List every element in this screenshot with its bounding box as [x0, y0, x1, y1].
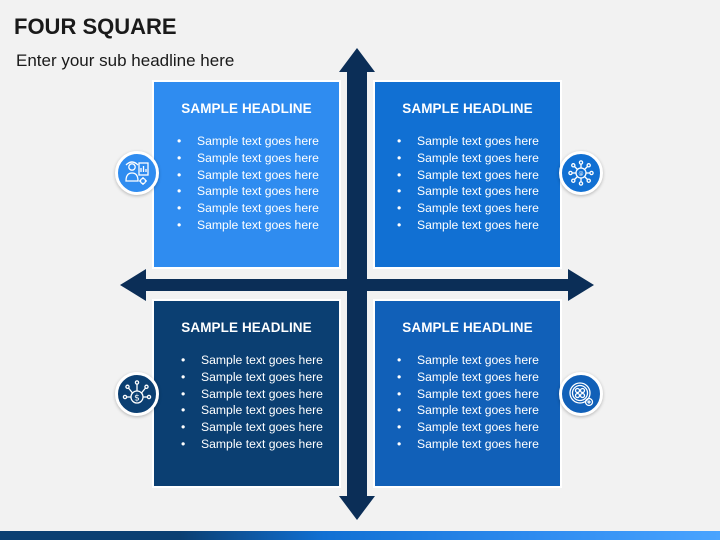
list-item: Sample text goes here [177, 133, 339, 150]
list-item: Sample text goes here [397, 402, 560, 419]
list-item: Sample text goes here [397, 352, 560, 369]
list-item: Sample text goes here [397, 167, 560, 184]
list-item: Sample text goes here [397, 386, 560, 403]
svg-text:@: @ [579, 171, 584, 177]
list-item: Sample text goes here [177, 183, 339, 200]
list-item: Sample text goes here [397, 150, 560, 167]
page-title: FOUR SQUARE [14, 14, 177, 39]
list-item: Sample text goes here [181, 352, 339, 369]
bullet-list: Sample text goes here Sample text goes h… [154, 133, 339, 234]
quadrant-headline: SAMPLE HEADLINE [402, 320, 533, 335]
page-subtitle: Enter your sub headline here [16, 51, 235, 70]
network-hub-icon: @ [559, 151, 603, 195]
list-item: Sample text goes here [181, 402, 339, 419]
list-item: Sample text goes here [177, 150, 339, 167]
quadrant-headline: SAMPLE HEADLINE [402, 101, 533, 116]
quadrant-headline: SAMPLE HEADLINE [181, 320, 312, 335]
svg-text:$: $ [134, 394, 140, 404]
list-item: Sample text goes here [397, 200, 560, 217]
list-item: Sample text goes here [397, 217, 560, 234]
dollar-network-icon: $ [115, 372, 159, 416]
list-item: Sample text goes here [181, 436, 339, 453]
virus-search-icon [559, 372, 603, 416]
list-item: Sample text goes here [181, 386, 339, 403]
list-item: Sample text goes here [177, 167, 339, 184]
bullet-list: Sample text goes here Sample text goes h… [375, 133, 560, 234]
list-item: Sample text goes here [177, 217, 339, 234]
list-item: Sample text goes here [177, 200, 339, 217]
bullet-list: Sample text goes here Sample text goes h… [154, 352, 339, 453]
list-item: Sample text goes here [397, 183, 560, 200]
quadrant-top-right: SAMPLE HEADLINE Sample text goes here Sa… [373, 80, 562, 269]
bullet-list: Sample text goes here Sample text goes h… [375, 352, 560, 453]
quadrant-bottom-right: SAMPLE HEADLINE Sample text goes here Sa… [373, 299, 562, 488]
footer-gradient-bar [0, 531, 720, 540]
list-item: Sample text goes here [397, 419, 560, 436]
quadrant-headline: SAMPLE HEADLINE [181, 101, 312, 116]
engineer-chart-icon [115, 151, 159, 195]
list-item: Sample text goes here [181, 369, 339, 386]
list-item: Sample text goes here [397, 436, 560, 453]
list-item: Sample text goes here [397, 369, 560, 386]
list-item: Sample text goes here [397, 133, 560, 150]
quadrant-bottom-left: SAMPLE HEADLINE Sample text goes here Sa… [152, 299, 341, 488]
list-item: Sample text goes here [181, 419, 339, 436]
horizontal-arrow [120, 269, 594, 301]
quadrant-top-left: SAMPLE HEADLINE Sample text goes here Sa… [152, 80, 341, 269]
